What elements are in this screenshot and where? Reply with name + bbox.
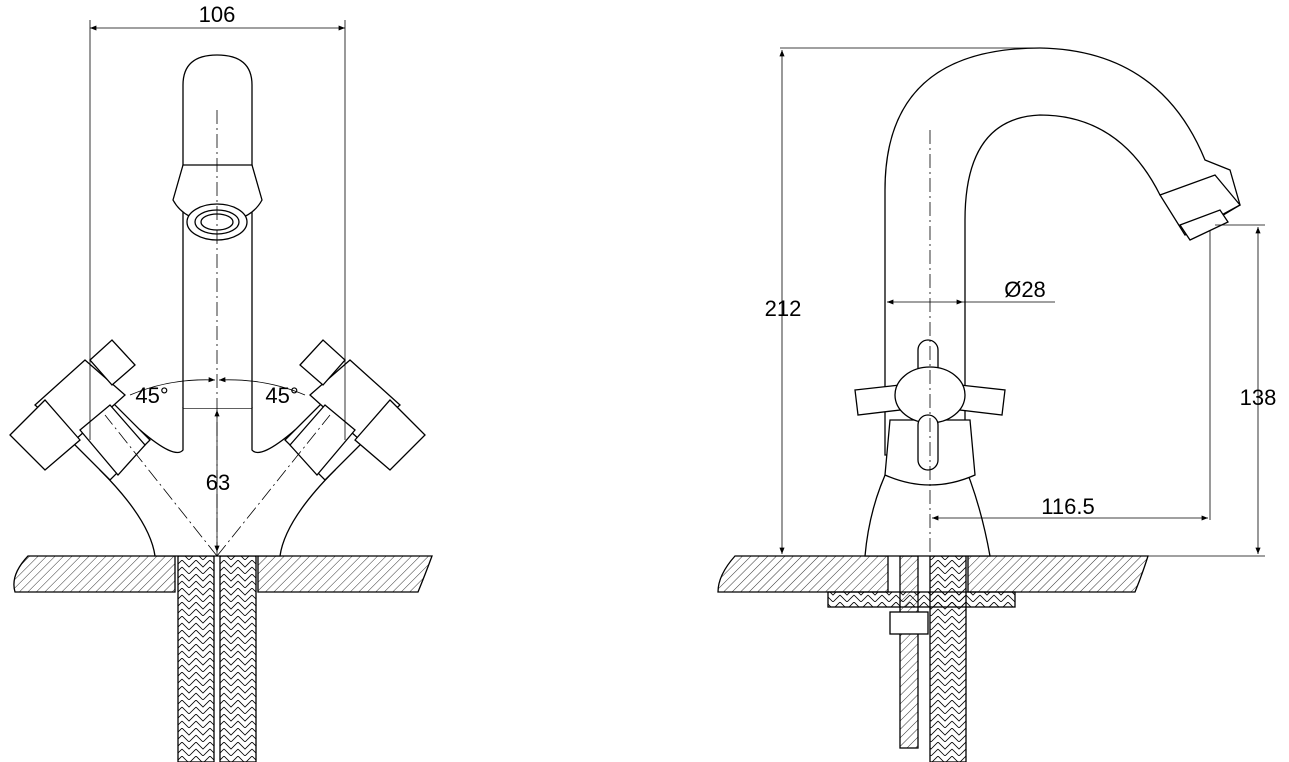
width-dimension: 106 — [199, 2, 236, 27]
handle-left — [9, 339, 151, 481]
height-dimension-63: 63 — [206, 470, 230, 495]
aerator-front — [172, 164, 263, 241]
spout-height-dimension: 138 — [1240, 385, 1277, 410]
angle-left-dimension: 45° — [135, 383, 168, 408]
supply-hoses-side — [889, 555, 967, 762]
countertop-side — [717, 555, 1149, 608]
total-height-dimension: 212 — [765, 296, 802, 321]
side-view: 212 138 116.5 Ø28 — [717, 47, 1277, 762]
reach-dimension: 116.5 — [1041, 494, 1094, 519]
diameter-dimension: Ø28 — [1004, 277, 1046, 302]
angle-right-dimension: 45° — [265, 383, 298, 408]
front-view: 106 45° 45° 63 — [9, 2, 433, 762]
aerator-side — [1159, 174, 1242, 241]
supply-hoses-front — [177, 555, 257, 762]
gooseneck-spout — [884, 47, 1241, 456]
handle-right — [284, 339, 426, 481]
countertop-front — [13, 555, 433, 593]
